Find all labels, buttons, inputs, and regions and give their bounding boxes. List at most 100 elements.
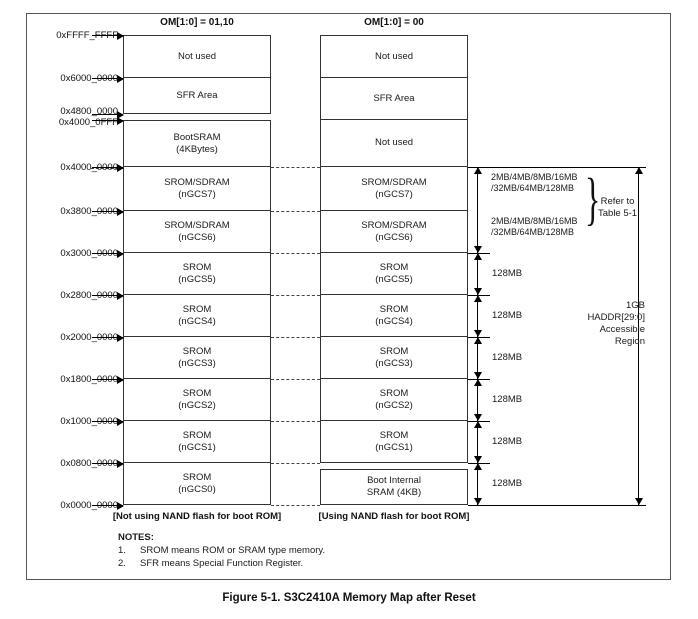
block-label-line2: (nGCS4)	[178, 315, 216, 327]
note-number: 1.	[118, 545, 126, 556]
block-right-not-used-top: Not used	[320, 35, 468, 78]
dimension-arrow-ngcs5	[473, 253, 482, 295]
block-right-sfr-area: SFR Area	[320, 78, 468, 120]
block-right-ngcs3: SROM (nGCS3)	[320, 337, 468, 379]
dashed-connector	[271, 421, 320, 422]
address-arrow	[92, 163, 124, 172]
address-label: 0x1000_0000	[60, 416, 118, 427]
block-label-line1: SROM	[182, 471, 212, 483]
dimension-tick	[468, 295, 490, 296]
size-annotation-ngcs7: 2MB/4MB/8MB/16MB /32MB/64MB/128MB	[491, 172, 578, 194]
dimension-arrow-ngcs3	[473, 337, 482, 379]
address-label: 0x1800_0000	[60, 374, 118, 385]
dashed-connector	[271, 253, 320, 254]
notes-section: NOTES: 1. SROM means ROM or SRAM type me…	[118, 531, 325, 570]
block-label-line1: SROM/SDRAM	[164, 219, 230, 231]
block-left-bootsram: BootSRAM (4KBytes)	[123, 120, 271, 167]
note-item: 2. SFR means Special Function Register.	[118, 557, 325, 570]
block-label-line2: (nGCS6)	[178, 231, 216, 243]
block-label-line1: SROM	[182, 261, 212, 273]
dashed-connector	[271, 211, 320, 212]
block-label-line2: SRAM (4KB)	[366, 487, 422, 498]
block-label-line2: (nGCS0)	[178, 483, 216, 495]
address-arrow	[92, 459, 124, 468]
block-right-ngcs6: SROM/SDRAM (nGCS6)	[320, 211, 468, 253]
block-left-ngcs6: SROM/SDRAM (nGCS6)	[123, 211, 271, 253]
address-arrow	[92, 417, 124, 426]
dimension-tick	[468, 337, 490, 338]
block-left-not-used: Not used	[123, 35, 271, 78]
block-left-ngcs7: SROM/SDRAM (nGCS7)	[123, 167, 271, 211]
block-label-line2: (nGCS5)	[375, 273, 413, 285]
address-arrow	[92, 501, 124, 510]
block-label-line1: Not used	[177, 50, 217, 62]
block-label-line2: (nGCS2)	[375, 399, 413, 411]
bank-size-label: 128MB	[492, 310, 523, 321]
dimension-arrow-ngcs1	[473, 421, 482, 463]
block-right-ngcs7: SROM/SDRAM (nGCS7)	[320, 167, 468, 211]
block-label-line2: (4KBytes)	[176, 143, 218, 155]
note-text: SROM means ROM or SRAM type memory.	[140, 545, 326, 556]
column-header-left: OM[1:0] = 01,10	[160, 17, 234, 28]
block-label-line1: SROM	[182, 345, 212, 357]
size-annotation-ngcs6: 2MB/4MB/8MB/16MB /32MB/64MB/128MB	[491, 216, 578, 238]
block-left-ngcs3: SROM (nGCS3)	[123, 337, 271, 379]
block-label-line2: (nGCS7)	[178, 188, 216, 200]
dashed-connector	[271, 295, 320, 296]
address-arrow	[92, 291, 124, 300]
block-label-line2: (nGCS6)	[375, 231, 413, 243]
curly-brace-icon: }	[585, 166, 601, 231]
block-label-line2: (nGCS1)	[178, 441, 216, 453]
figure-outer-border	[26, 13, 671, 580]
block-left-ngcs2: SROM (nGCS2)	[123, 379, 271, 421]
refer-line2: Table 5-1	[598, 208, 638, 219]
region-line3: Accessible	[599, 324, 645, 335]
bank-size-label: 128MB	[492, 268, 523, 279]
dimension-arrow-ngcs2	[473, 379, 482, 421]
region-line1: 1GB	[625, 300, 645, 311]
block-right-ngcs5: SROM (nGCS5)	[320, 253, 468, 295]
block-right-boot-internal-sram: Boot Internal SRAM (4KB)	[320, 469, 468, 505]
block-label-line1: SROM	[379, 429, 409, 441]
accessible-region-note: 1GB HADDR[29:0] Accessible Region	[500, 300, 645, 348]
block-label-line2: (nGCS1)	[375, 441, 413, 453]
block-label-line1: SROM	[379, 303, 409, 315]
address-label: 0x2000_0000	[60, 332, 118, 343]
dashed-connector	[271, 505, 320, 506]
address-label: 0x0000_0000	[60, 500, 118, 511]
block-label-line1: SROM	[182, 387, 212, 399]
address-arrow	[92, 74, 124, 83]
block-label-line1: SROM	[379, 261, 409, 273]
refer-to-table-note: Refer to Table 5-1	[598, 196, 637, 220]
block-label-line2: (nGCS3)	[375, 357, 413, 369]
address-arrow	[92, 249, 124, 258]
block-label-line1: Not used	[374, 137, 414, 148]
size-annotation-line2: /32MB/64MB/128MB	[491, 227, 575, 237]
address-label: 0x4000_0FFF	[58, 117, 118, 128]
region-line2: HADDR[29:0]	[587, 312, 645, 323]
size-annotation-line2: /32MB/64MB/128MB	[491, 183, 575, 193]
block-left-sfr-area: SFR Area	[123, 78, 271, 114]
block-right-ngcs2: SROM (nGCS2)	[320, 379, 468, 421]
dashed-connector-left	[91, 168, 123, 169]
address-label: 0x2800_0000	[60, 290, 118, 301]
block-label-line1: SROM/SDRAM	[361, 219, 427, 231]
note-text: SFR means Special Function Register.	[140, 558, 304, 569]
region-tick-bottom	[468, 505, 646, 506]
caption-right-column: [Using NAND flash for boot ROM]	[318, 511, 470, 522]
bank-size-label: 128MB	[492, 478, 523, 489]
notes-title: NOTES:	[118, 532, 154, 543]
block-label-line1: SFR Area	[373, 92, 415, 104]
block-label-line1: SROM	[182, 303, 212, 315]
bank-size-label: 128MB	[492, 436, 523, 447]
dashed-connector	[271, 167, 320, 168]
dimension-tick	[468, 421, 490, 422]
block-label-line2: (nGCS3)	[178, 357, 216, 369]
address-label: 0x4800_0000	[60, 106, 118, 117]
dimension-arrow-ngcs76	[473, 167, 482, 253]
dimension-tick	[468, 379, 490, 380]
address-label: 0xFFFF_FFFF	[56, 30, 118, 41]
block-left-ngcs0: SROM (nGCS0)	[123, 463, 271, 505]
address-label: 0x4000_0000	[60, 162, 118, 173]
